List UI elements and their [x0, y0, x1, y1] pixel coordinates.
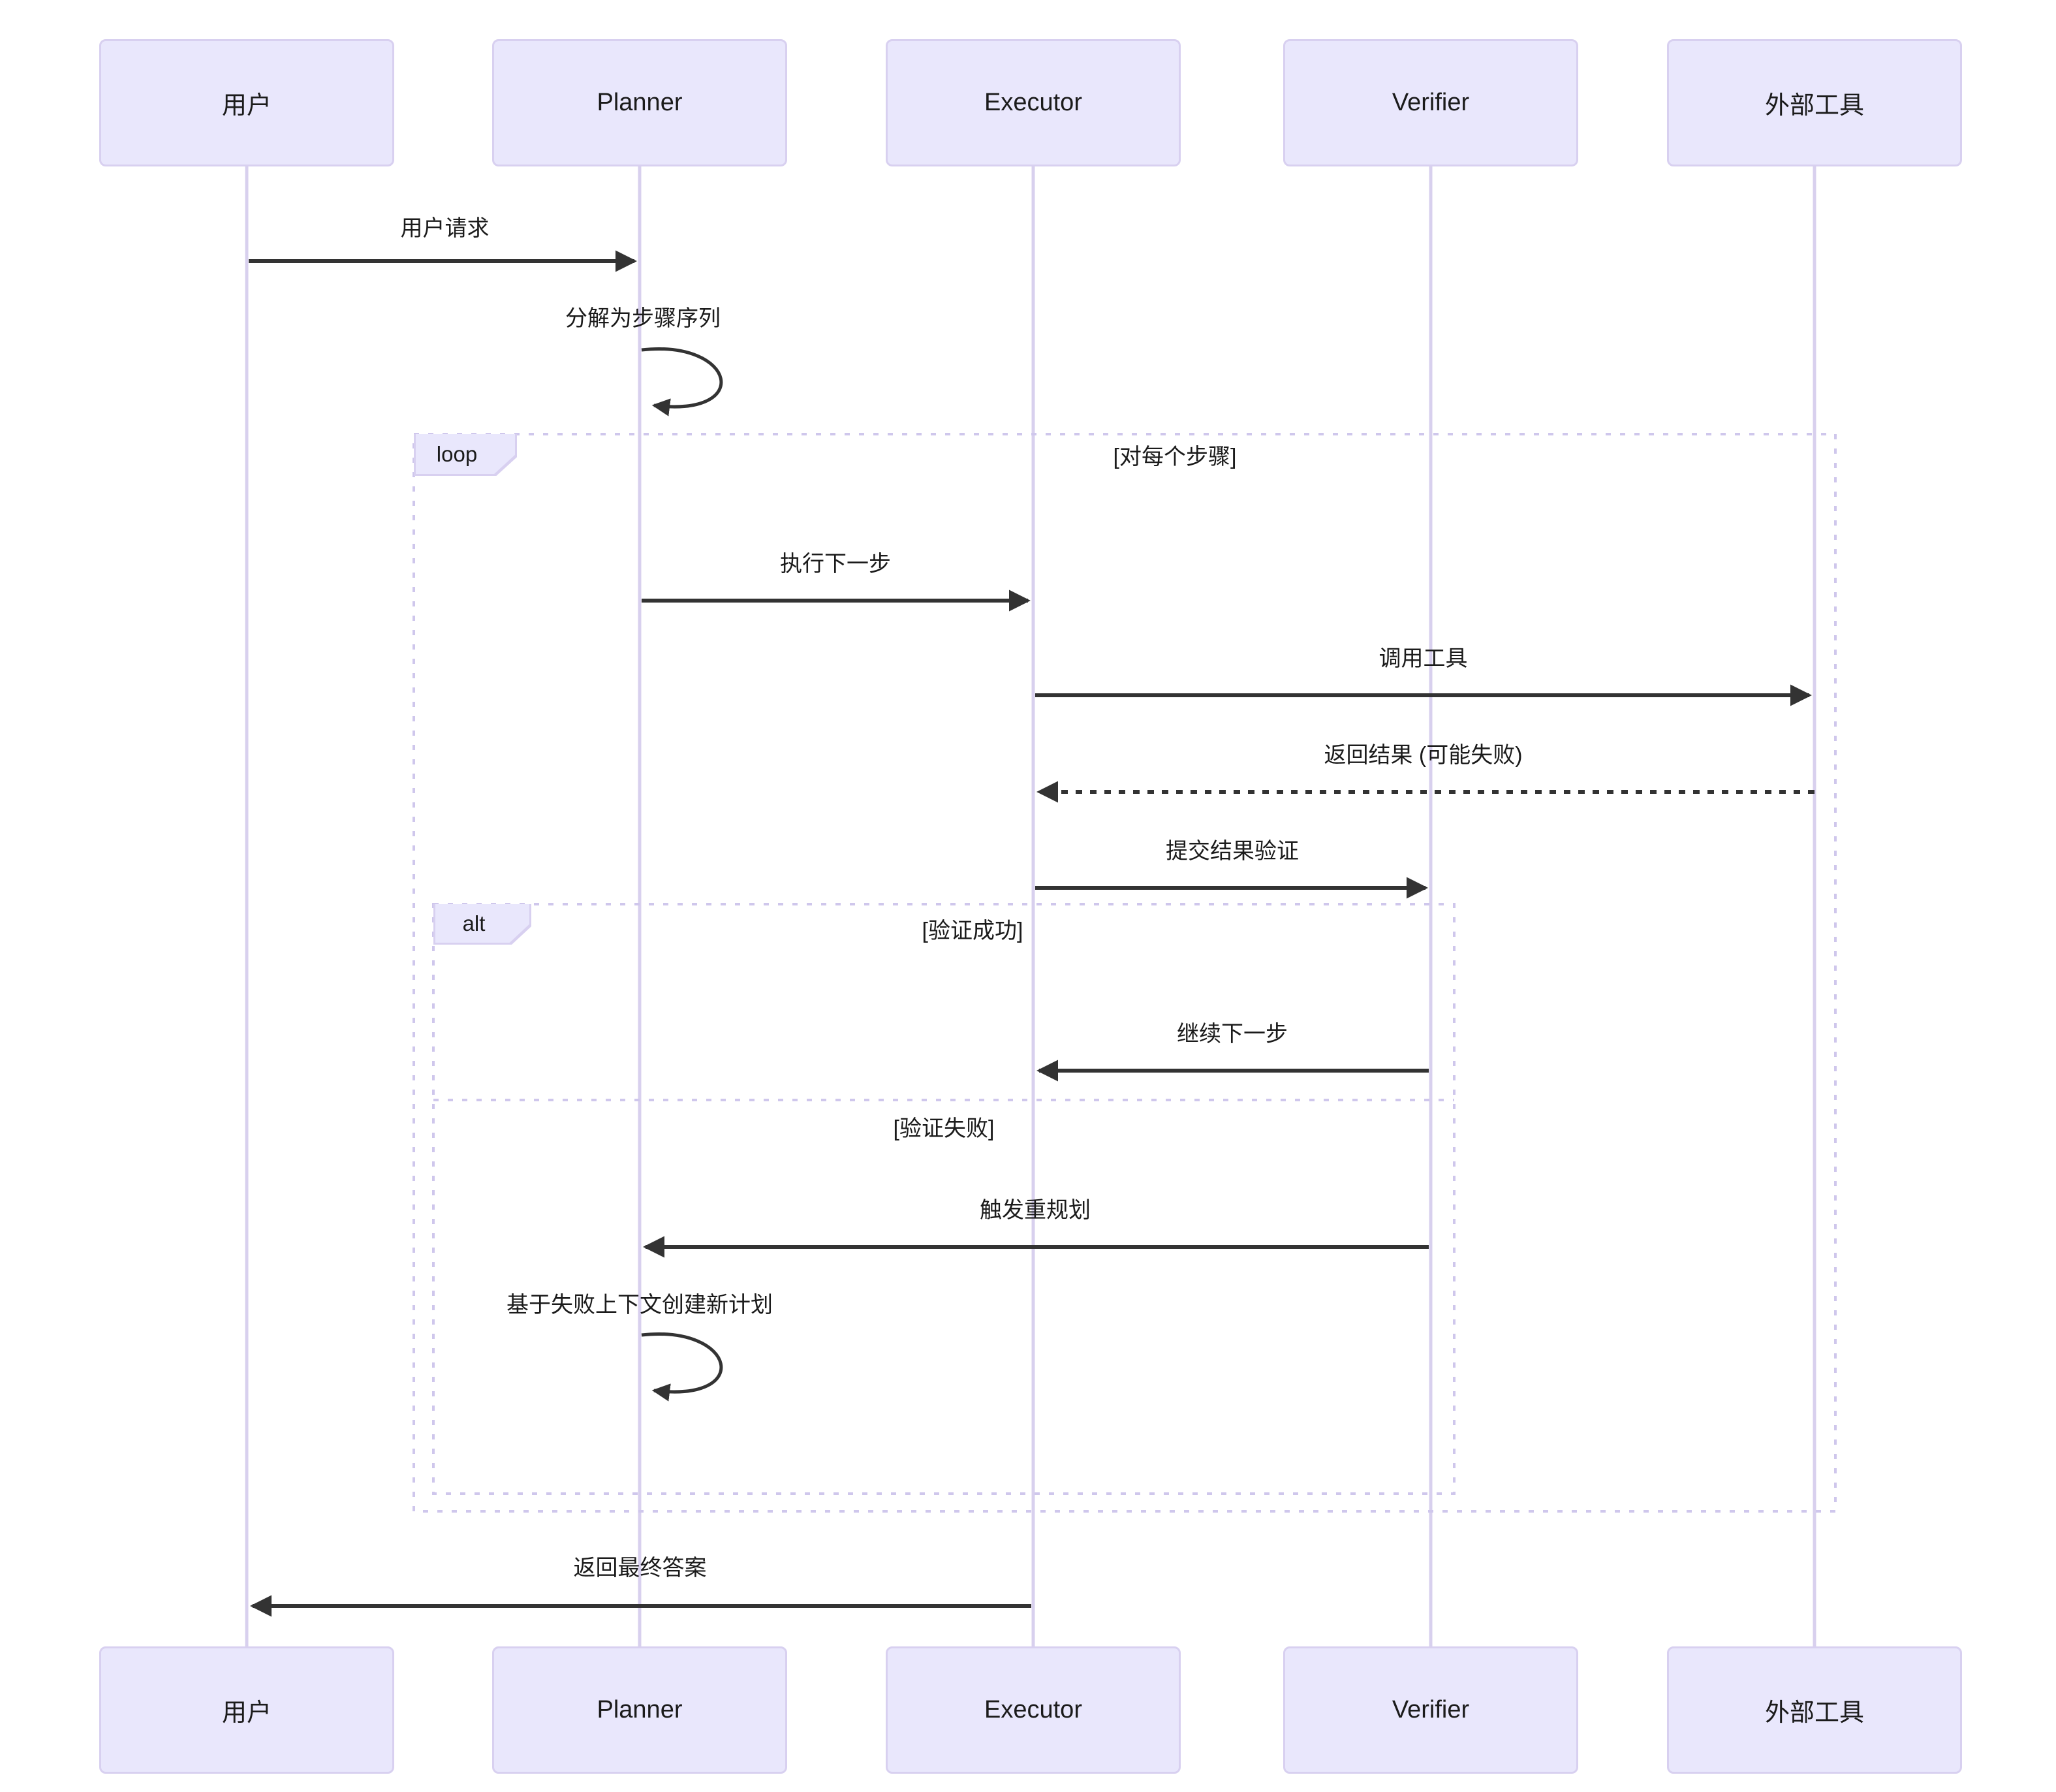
actor-label: Verifier: [1392, 89, 1470, 116]
message-user-request: 用户请求: [400, 216, 490, 241]
loop-guard: [对每个步骤]: [1113, 445, 1237, 469]
message-call-tool: 调用工具: [1378, 646, 1468, 671]
actor-bottom-external-tools: 外部工具: [1667, 1646, 1962, 1774]
actor-label: 用户: [221, 92, 272, 119]
alt-label: alt: [435, 904, 529, 943]
actor-label: Planner: [597, 1696, 683, 1723]
alt-guard-fail: [验证失败]: [893, 1116, 995, 1141]
actor-label: 用户: [221, 1699, 272, 1727]
actor-label: Planner: [597, 89, 683, 116]
actor-label: Verifier: [1392, 1696, 1470, 1723]
loop-frame: [413, 433, 1837, 1513]
actor-label: 外部工具: [1764, 1699, 1864, 1727]
actor-top-executor: Executor: [886, 39, 1181, 166]
alt-guard-success: [验证成功]: [922, 919, 1023, 943]
message-final-answer: 返回最终答案: [573, 1556, 707, 1580]
alt-tab: alt: [433, 904, 531, 945]
actor-label: Executor: [984, 89, 1082, 116]
message-continue-next: 继续下一步: [1177, 1022, 1288, 1046]
actor-top-external-tools: 外部工具: [1667, 39, 1962, 166]
self-arrow-new-plan: [641, 1332, 723, 1402]
actor-bottom-executor: Executor: [886, 1646, 1181, 1774]
message-submit-verify: 提交结果验证: [1166, 839, 1299, 864]
actor-bottom-verifier: Verifier: [1283, 1646, 1578, 1774]
actor-bottom-user: 用户: [99, 1646, 394, 1774]
loop-label: loop: [416, 434, 515, 474]
message-trigger-replan: 触发重规划: [980, 1198, 1091, 1223]
message-new-plan: 基于失败上下文创建新计划: [506, 1293, 773, 1317]
actor-bottom-planner: Planner: [492, 1646, 787, 1774]
loop-tab: loop: [414, 434, 517, 476]
message-return-result: 返回结果 (可能失败): [1324, 743, 1523, 768]
actor-top-user: 用户: [99, 39, 394, 166]
actor-label: Executor: [984, 1696, 1082, 1723]
actor-top-verifier: Verifier: [1283, 39, 1578, 166]
message-decompose: 分解为步骤序列: [565, 306, 721, 331]
message-execute-next: 执行下一步: [780, 552, 891, 576]
actor-top-planner: Planner: [492, 39, 787, 166]
actor-label: 外部工具: [1764, 92, 1864, 119]
self-arrow-decompose: [641, 347, 723, 417]
